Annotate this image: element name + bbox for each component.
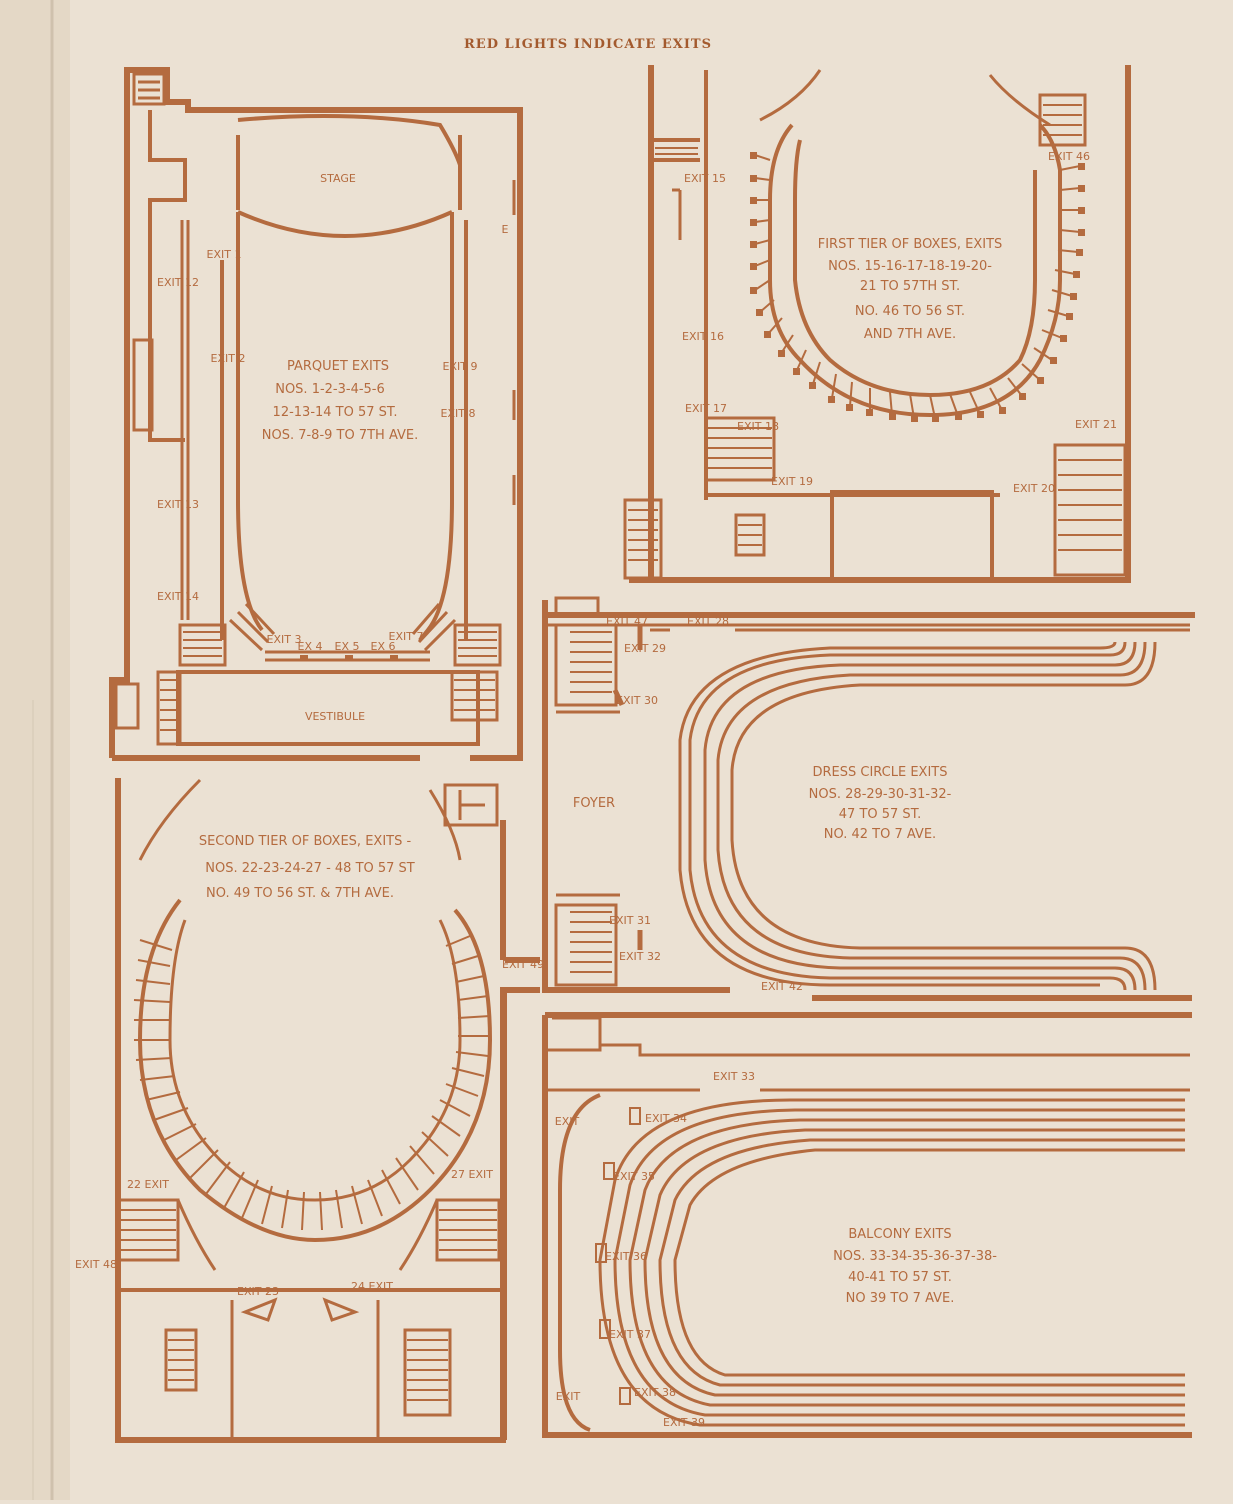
second-tier-line1: NOS. 22-23-24-27 - 48 TO 57 ST [205,861,415,876]
exit-18: EXIT 18 [737,420,779,433]
exit-4: EX 4 [298,640,323,653]
binding-strip [0,0,70,1500]
exit-32: EXIT 32 [619,950,661,963]
exit-9: EXIT 9 [443,360,478,373]
stair-icon [132,72,166,106]
dress-circle-line2: 47 TO 57 ST. [839,807,921,822]
first-tier-line1: NOS. 15-16-17-18-19-20- [828,259,992,274]
exit-12: EXIT 12 [157,276,199,289]
exit-39: EXIT 39 [663,1416,705,1429]
foyer-label: FOYER [573,796,615,811]
balcony-line3: NO 39 TO 7 AVE. [846,1291,955,1306]
exit-1: EXIT 1 [207,248,242,261]
exit-31: EXIT 31 [609,914,651,927]
exit-16: EXIT 16 [682,330,724,343]
exit-48: EXIT 48 [75,1258,117,1271]
exit-23: EXIT 23 [237,1285,279,1298]
exit-2: EXIT 2 [211,352,246,365]
exit-37: EXIT 37 [609,1328,651,1341]
exit-5: EX 5 [335,640,360,653]
second-tier-line2: NO. 49 TO 56 ST. & 7TH AVE. [206,886,394,901]
exit-6: EX 6 [371,640,396,653]
exit-34: EXIT 34 [645,1112,687,1125]
exit-14: EXIT 14 [157,590,199,603]
first-tier-line2: 21 TO 57TH ST. [860,279,960,294]
parquet-line2: 12-13-14 TO 57 ST. [273,405,398,420]
exit-22: 22 EXIT [127,1178,169,1191]
header-title: RED LIGHTS INDICATE EXITS [464,37,712,52]
exit-8: EXIT 8 [441,407,476,420]
exit-balcony-left: EXIT [555,1115,580,1128]
balcony-line1: NOS. 33-34-35-36-37-38- [833,1249,997,1264]
balcony-title: BALCONY EXITS [848,1227,951,1242]
exit-29: EXIT 29 [624,642,666,655]
exit-20: EXIT 20 [1013,482,1055,495]
dress-circle-line1: NOS. 28-29-30-31-32- [809,787,952,802]
exit-17: EXIT 17 [685,402,727,415]
dress-circle-title: DRESS CIRCLE EXITS [812,765,947,780]
balcony-line2: 40-41 TO 57 ST. [848,1270,952,1285]
exit-e: E [502,223,509,236]
exit-47: EXIT 47 [606,615,648,628]
exit-30: EXIT 30 [616,694,658,707]
exit-15: EXIT 15 [684,172,726,185]
exit-33: EXIT 33 [713,1070,755,1083]
exit-7: EXIT 7 [389,630,424,643]
dress-circle-plan: FOYER EXIT 47 EXIT 28 EXIT 29 EXIT 30 EX… [542,596,1195,1001]
exit-21: EXIT 21 [1075,418,1117,431]
first-tier-plan: EXIT 15 EXIT 16 EXIT 17 EXIT 18 EXIT 19 … [623,65,1131,583]
second-tier-plan: EXIT 49 22 EXIT 27 EXIT EXIT 48 EXIT 23 … [75,778,544,1443]
balcony-plan: EXIT 33 EXIT EXIT 34 EXIT 35 EXIT 36 EXI… [542,1012,1192,1438]
exit-49-label: EXIT 49 [502,958,544,971]
exit-24: 24 EXIT [351,1280,393,1293]
first-tier-line3: NO. 46 TO 56 ST. [855,304,965,319]
exit-35: EXIT 35 [613,1170,655,1183]
second-tier-title: SECOND TIER OF BOXES, EXITS - [199,834,412,849]
exit-13: EXIT 13 [157,498,199,511]
first-tier-title: FIRST TIER OF BOXES, EXITS [818,237,1003,252]
exit-19: EXIT 19 [771,475,813,488]
exit-46: EXIT 46 [1048,150,1090,163]
parquet-title: PARQUET EXITS [287,359,389,374]
parquet-line3: NOS. 7-8-9 TO 7TH AVE. [262,428,419,443]
exit-28: EXIT 28 [687,615,729,628]
parquet-line1: NOS. 1-2-3-4-5-6 [275,382,385,397]
exit-38: EXIT 38 [634,1386,676,1399]
exit-3: EXIT 3 [267,633,302,646]
parquet-plan: STAGE VESTIBULE EXIT 1 EXIT [109,67,523,761]
exit-42: EXIT 42 [761,980,803,993]
exit-balcony-lower: EXIT [556,1390,581,1403]
first-tier-line4: AND 7TH AVE. [864,327,956,342]
exit-36: EXIT 36 [605,1250,647,1263]
stage-label: STAGE [320,172,356,185]
dress-circle-line3: NO. 42 TO 7 AVE. [824,827,936,842]
exit-27: 27 EXIT [451,1168,493,1181]
vestibule-label: VESTIBULE [305,710,365,723]
